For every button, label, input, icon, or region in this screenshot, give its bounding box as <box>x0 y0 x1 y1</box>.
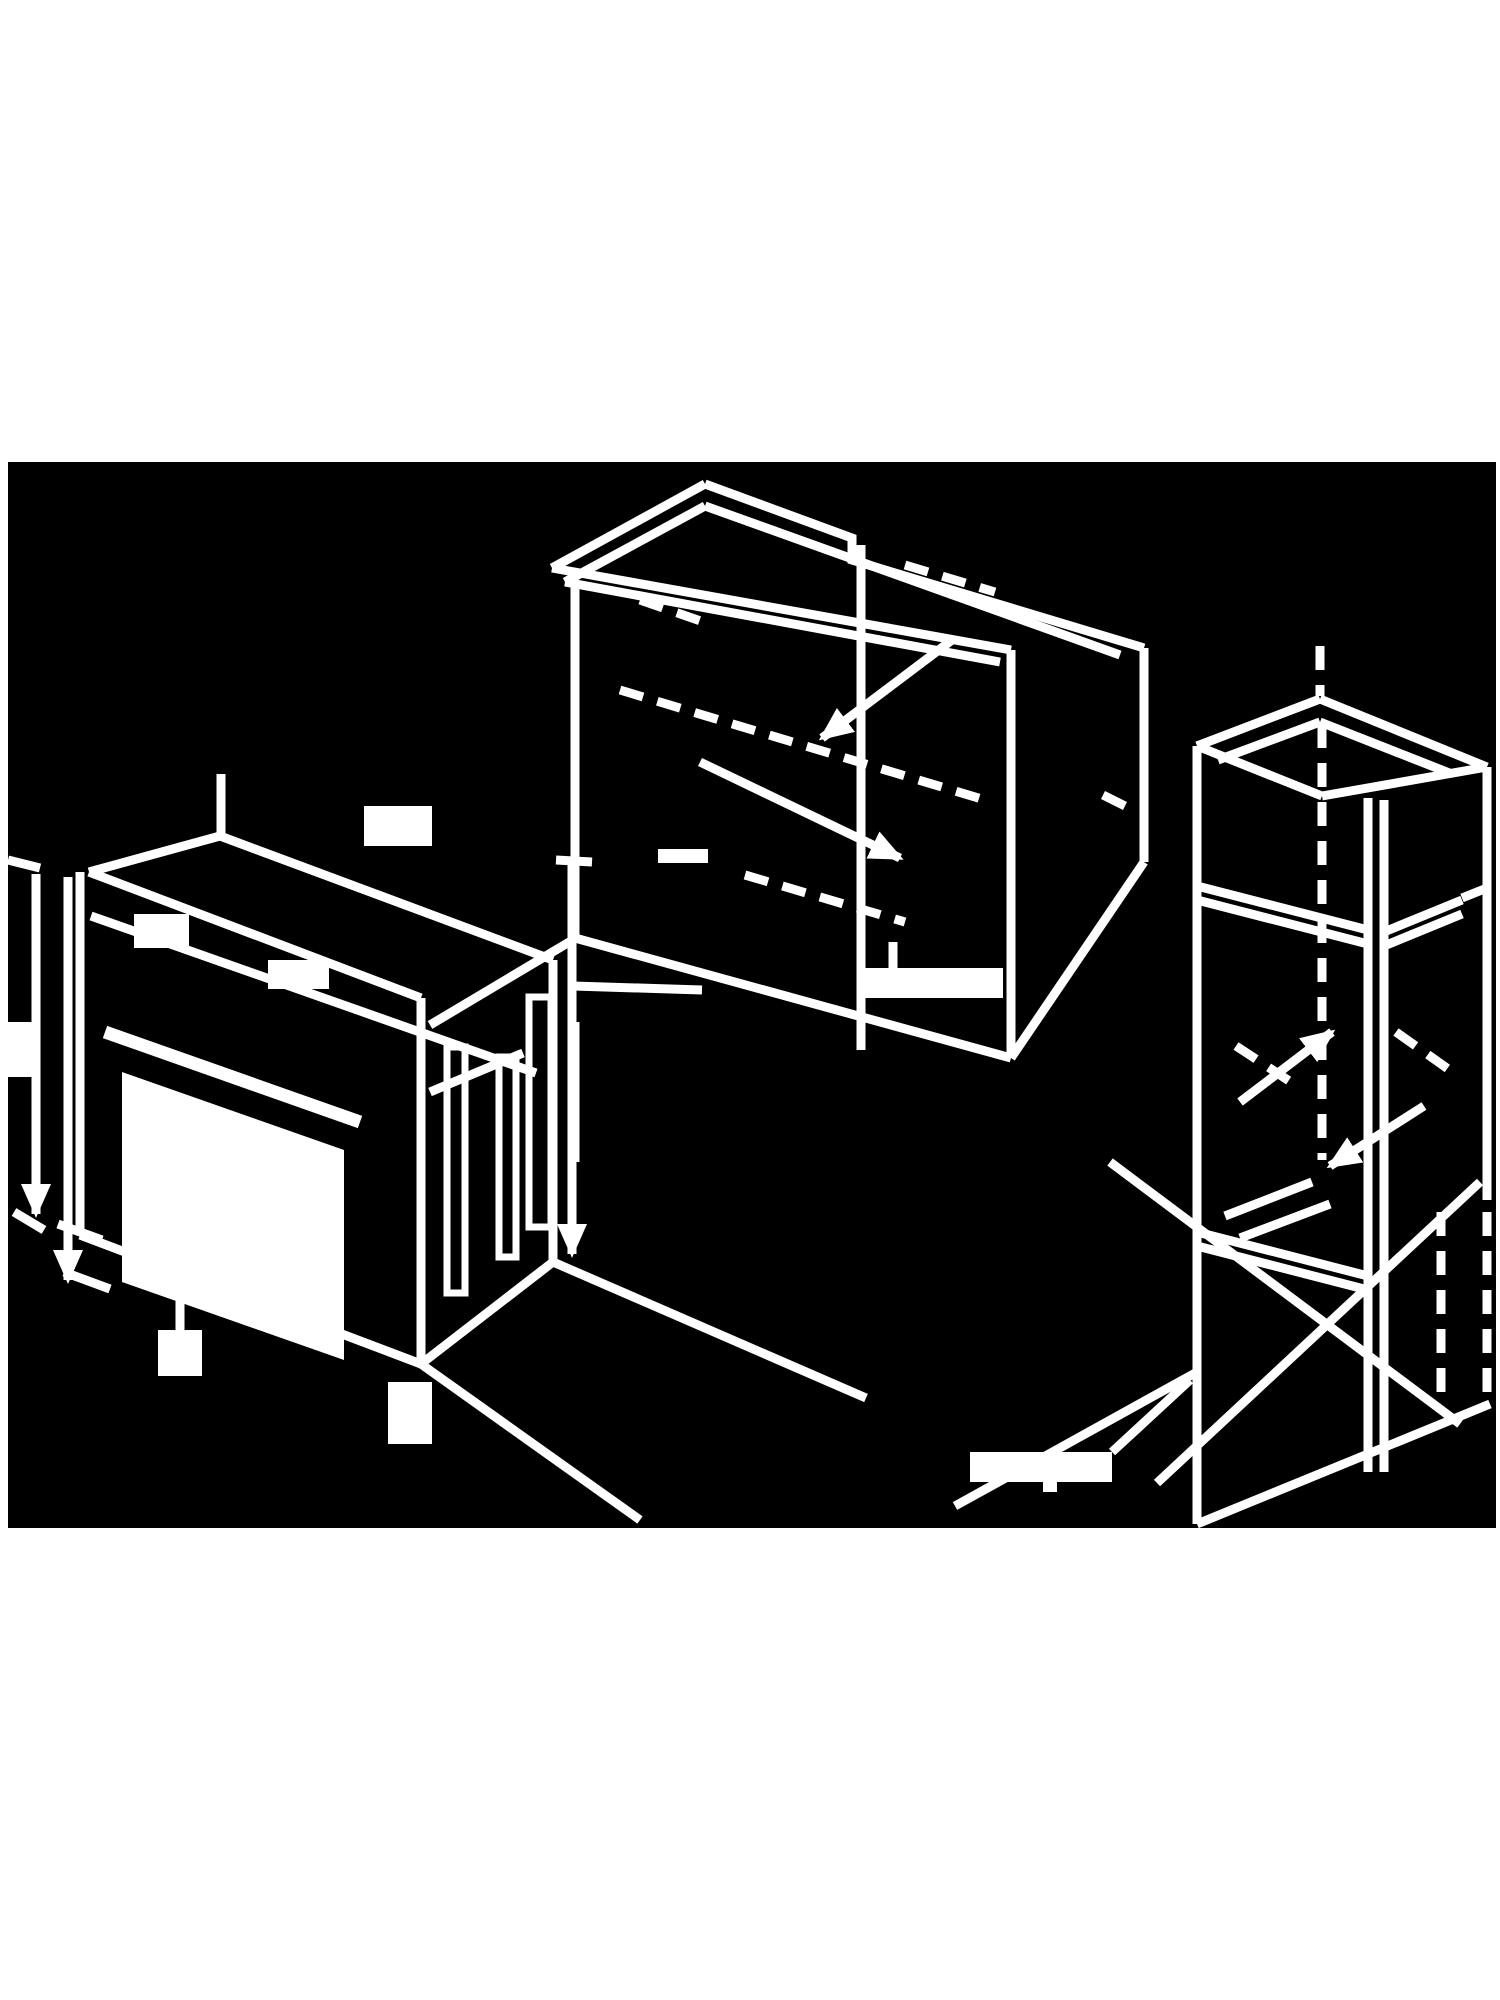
built-in-oven-line <box>87 831 222 877</box>
dimension-label-blob <box>857 968 1003 998</box>
tall-cabinet-line <box>1460 883 1489 903</box>
tall-cabinet-line <box>1195 881 1370 935</box>
control-knob <box>134 914 189 948</box>
tall-cabinet-line <box>1195 895 1370 949</box>
base-cabinet-line <box>549 480 708 572</box>
tall-cabinet-line <box>1223 1177 1314 1221</box>
tall-cabinet-line <box>952 1368 1200 1510</box>
built-in-oven-line <box>56 1219 104 1245</box>
pointer-line <box>572 981 703 995</box>
airflow-arrow <box>698 757 904 863</box>
tall-cabinet-line <box>1195 694 1322 751</box>
base-cabinet-poly <box>703 479 1146 653</box>
control-knob <box>268 960 329 989</box>
airflow-arrow <box>1326 1102 1427 1170</box>
annotation-blob <box>658 849 708 863</box>
tall-cabinet-line <box>1195 1227 1370 1281</box>
annotation-blob <box>364 806 432 846</box>
tall-cabinet-line <box>1321 762 1488 801</box>
tall-cabinet-line <box>1318 717 1454 779</box>
tall-cabinet-rect <box>1043 1482 1057 1492</box>
tall-cabinet-line <box>1153 1178 1484 1487</box>
side-rail <box>525 993 555 1231</box>
tall-cabinet-line <box>1195 741 1324 801</box>
base-cabinet-line <box>573 933 1013 1063</box>
diagram-background <box>8 462 1496 1528</box>
built-in-oven-line <box>11 1208 47 1234</box>
tall-cabinet-line <box>1318 694 1489 772</box>
built-in-oven-line <box>62 1267 112 1294</box>
base-cabinet-line <box>427 937 574 1029</box>
airflow-arrow <box>1237 1028 1336 1106</box>
base-cabinet-line <box>428 1048 525 1097</box>
built-in-oven-line <box>418 1258 556 1368</box>
oven-foot <box>158 1330 202 1376</box>
airflow-arrow <box>818 636 955 742</box>
base-cabinet-dash <box>743 870 907 927</box>
tall-cabinet-dash <box>1233 1042 1303 1092</box>
oven-door-handle <box>102 1025 363 1129</box>
base-cabinet-line <box>703 501 1122 660</box>
base-cabinet-line <box>1100 790 1128 811</box>
built-in-oven-line <box>418 1360 643 1524</box>
built-in-oven-line <box>87 867 423 1003</box>
side-rail <box>443 1043 469 1297</box>
base-cabinet-dash <box>618 685 987 805</box>
built-in-oven-line <box>218 831 555 965</box>
oven-foot <box>388 1382 432 1444</box>
built-in-oven-line <box>551 1257 868 1403</box>
tall-cabinet-line <box>1107 1158 1463 1428</box>
base-cabinet-line <box>551 563 1012 655</box>
tall-cabinet <box>952 646 1492 1529</box>
tall-cabinet-dash <box>1393 1028 1461 1080</box>
tall-cabinet-line <box>1238 1199 1332 1243</box>
dimension-label-blob <box>970 1452 1112 1482</box>
tall-cabinet-line <box>1216 717 1322 765</box>
base-cabinet-line <box>564 577 1001 667</box>
base-cabinet-line <box>562 502 708 586</box>
tall-cabinet-line <box>1195 1399 1492 1529</box>
base-cabinet-dash <box>903 560 997 597</box>
tall-cabinet-line <box>1382 909 1464 951</box>
pointer-line <box>1108 1376 1194 1456</box>
built-in-oven <box>0 774 868 1524</box>
base-cabinet <box>427 479 1149 1162</box>
base-cabinet-line <box>1007 859 1148 1061</box>
built-in-oven-line <box>6 855 42 873</box>
tall-cabinet-line <box>1382 895 1464 937</box>
clipped-label-blob <box>0 1022 33 1077</box>
base-cabinet-dash <box>638 595 714 630</box>
